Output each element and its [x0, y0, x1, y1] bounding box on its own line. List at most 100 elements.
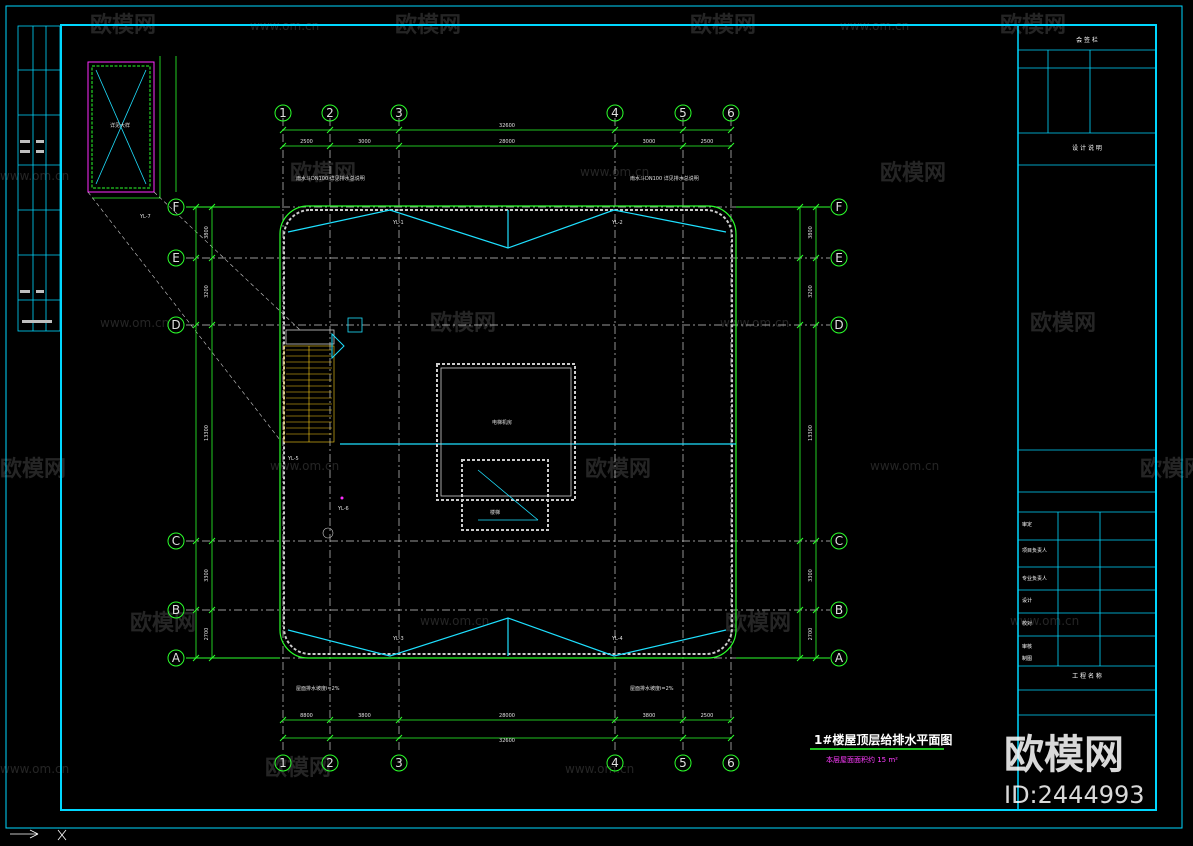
dim-tick: [279, 716, 287, 724]
axis-label: 3: [395, 756, 403, 770]
axis-bubble: [167, 649, 185, 667]
pipe-label: YL-5: [287, 456, 299, 462]
axis-bubble: [830, 316, 848, 334]
left-binding-strip: [17, 25, 61, 332]
dim-tick: [611, 126, 619, 134]
axis-label: 1: [279, 106, 287, 120]
title-block-row: 审定: [1022, 521, 1032, 528]
axis-label: F: [173, 200, 180, 214]
axis-label: 5: [679, 106, 687, 120]
dim-tick: [727, 126, 735, 134]
axis-label: B: [835, 603, 843, 617]
axis-bubble: [390, 754, 408, 772]
watermark-url: www.om.cn: [420, 614, 489, 628]
note-text: 屋面排水坡度i=2%: [296, 685, 340, 692]
title-block-row: 审核: [1022, 643, 1032, 650]
watermark-layer: 欧模网 欧模网 欧模网 欧模网 欧模网 欧模网 欧模网 欧模网 欧模网 欧模网 …: [0, 12, 1193, 781]
dim-tick: [796, 321, 804, 329]
dim-tick: [679, 734, 687, 742]
axis-label: 4: [611, 756, 619, 770]
dimension-text: 2500: [701, 139, 714, 145]
axis-label: 6: [727, 756, 735, 770]
dimension-text: 3200: [808, 285, 814, 298]
dim-tick: [208, 537, 216, 545]
dim-tick: [812, 606, 820, 614]
axis-bubble: [167, 532, 185, 550]
watermark-brand: 欧模网: [0, 456, 66, 482]
project-name-header: 工 程 名 称: [1072, 672, 1102, 680]
dimension-text: 28000: [499, 713, 515, 719]
dimension-text: 2500: [701, 713, 714, 719]
dim-tick: [812, 203, 820, 211]
pipe-labels: YL-1 YL-2 YL-3 YL-4 YL-5 YL-6 YL-7 雨水斗DN…: [139, 175, 699, 692]
dim-tick: [326, 734, 334, 742]
axis-bubble: [722, 104, 740, 122]
watermark-brand-large: 欧模网: [1004, 732, 1124, 778]
axis-bubble: [606, 754, 624, 772]
dim-tick: [208, 606, 216, 614]
watermark-url: www.om.cn: [870, 459, 939, 473]
axis-bubble: [390, 104, 408, 122]
axis-bubble: [830, 249, 848, 267]
axis-bubble: [167, 601, 185, 619]
watermark-id: ID:2444993: [1004, 781, 1145, 809]
grid-layer: [186, 118, 830, 752]
axis-label: B: [172, 603, 180, 617]
dim-tick: [812, 254, 820, 262]
stair-room: 楼梯: [461, 459, 549, 531]
dimension-text: 3300: [204, 569, 210, 582]
dimension-text: 3800: [204, 226, 210, 239]
watermark-brand: 欧模网: [265, 755, 331, 781]
axis-bubble: [830, 198, 848, 216]
axis-bubble: [274, 754, 292, 772]
pipe-label: YL-7: [139, 214, 151, 220]
axis-label: C: [835, 534, 843, 548]
drainage-slope-lines: [287, 209, 736, 657]
dimension-text: 3800: [643, 713, 656, 719]
dimension-text: 13300: [204, 425, 210, 441]
dim-tick: [727, 142, 735, 150]
watermark-brand: 欧模网: [585, 456, 651, 482]
dim-tick: [796, 537, 804, 545]
axis-label: D: [171, 318, 180, 332]
axis-bubble: [830, 532, 848, 550]
machine-room-label: 电梯机房: [492, 419, 512, 426]
dimension-text: 3800: [808, 226, 814, 239]
dim-tick: [192, 203, 200, 211]
title-block-text: 会 签 栏 设 计 说 明 工 程 名 称 审定 项目负责人 专业负责人 设计 …: [1022, 36, 1102, 680]
axis-label: 1: [279, 756, 287, 770]
dim-tick: [192, 321, 200, 329]
dim-tick: [192, 606, 200, 614]
pipe-label: YL-3: [392, 636, 404, 642]
dimension-text: 3000: [358, 139, 371, 145]
title-block-row: 专业负责人: [1022, 575, 1047, 582]
dim-tick: [192, 537, 200, 545]
axis-label: C: [172, 534, 180, 548]
watermark-url: www.om.cn: [0, 762, 69, 776]
watermark-url: www.om.cn: [0, 169, 69, 183]
axis-label: A: [835, 651, 844, 665]
dimension-text: 32600: [499, 738, 515, 744]
watermark-url: www.om.cn: [720, 316, 789, 330]
dimension-text: 32600: [499, 123, 515, 129]
dim-tick: [279, 142, 287, 150]
dim-tick: [192, 254, 200, 262]
dim-tick: [208, 321, 216, 329]
dimension-text: 2700: [808, 628, 814, 641]
stair-room-label: 楼梯: [490, 509, 500, 516]
axis-label: A: [172, 651, 181, 665]
dimension-text: 28000: [499, 139, 515, 145]
dim-tick: [796, 654, 804, 662]
dimension-text: 13300: [808, 425, 814, 441]
dim-tick: [611, 142, 619, 150]
dim-tick: [395, 142, 403, 150]
axis-bubble: [167, 198, 185, 216]
axis-bubble: [674, 104, 692, 122]
ucs-icon: [10, 829, 67, 841]
axis-bubble: [722, 754, 740, 772]
dim-tick: [727, 734, 735, 742]
axis-bubble: [830, 649, 848, 667]
dimension-text: 3000: [643, 139, 656, 145]
